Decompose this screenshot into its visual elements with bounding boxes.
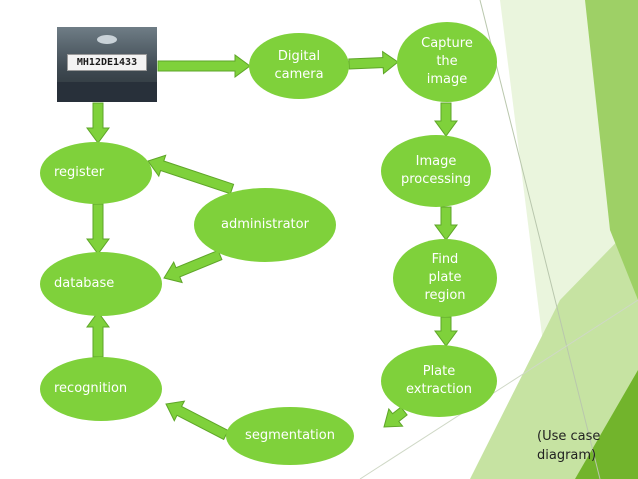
node-administrator: administrator: [194, 188, 336, 262]
license-plate-photo: MH12DE1433: [57, 27, 157, 102]
arrow-camera-to-capture: [348, 50, 399, 75]
node-segmentation: segmentation: [226, 407, 354, 465]
arrow-capture-to-processing: [434, 102, 458, 137]
node-register: register: [40, 142, 152, 204]
arrow-segmentation-to-recognition: [165, 400, 229, 441]
node-digital-camera: Digital camera: [249, 33, 349, 99]
arrow-photo-to-register: [86, 102, 110, 144]
node-database: database: [40, 252, 162, 316]
car-bumper: [57, 82, 157, 102]
arrow-recognition-to-database: [86, 311, 110, 358]
node-find-plate-region: Find plate region: [393, 239, 497, 317]
arrow-processing-to-find-plate: [434, 206, 458, 241]
decor-shape-mid: [585, 0, 638, 300]
plate-number: MH12DE1433: [67, 54, 147, 71]
arrow-extraction-to-segmentation: [383, 406, 408, 428]
diagram-caption: (Use case diagram): [537, 429, 601, 463]
node-recognition: recognition: [40, 357, 162, 421]
decor-line: [359, 299, 638, 479]
arrow-find-plate-to-extraction: [434, 316, 458, 347]
decor-shape-light: [470, 220, 638, 479]
arrow-administrator-to-database: [163, 249, 223, 284]
node-plate-extraction: Plate extraction: [381, 345, 497, 417]
node-image-processing: Image processing: [381, 135, 491, 207]
decor-line: [479, 0, 601, 479]
arrow-register-to-database: [86, 203, 110, 255]
arrow-administrator-to-register: [147, 154, 235, 195]
node-capture-image: Capture the image: [397, 22, 497, 102]
decor-shape-dark: [575, 370, 638, 479]
arrow-photo-to-camera: [157, 54, 251, 78]
car-emblem: [97, 35, 117, 44]
